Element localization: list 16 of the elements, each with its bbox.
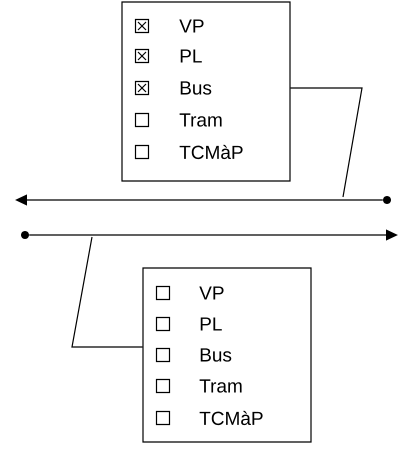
option-label: Bus [200,348,232,362]
legend-box [121,1,291,182]
leader-line [290,87,363,198]
option-label: Tram [180,113,222,127]
option-label: PL [200,317,222,331]
option-label: TCMàP [180,144,243,160]
endpoint-dot [21,231,29,239]
option-label: VP [199,286,224,300]
leader-line [71,236,142,348]
option-label: Tram [200,379,242,393]
endpoint-dot [383,196,391,204]
option-label: Bus [180,81,212,95]
option-label: TCMàP [200,410,263,426]
option-label: VP [179,19,204,33]
option-label: PL [180,49,202,63]
legend-box [142,267,312,443]
